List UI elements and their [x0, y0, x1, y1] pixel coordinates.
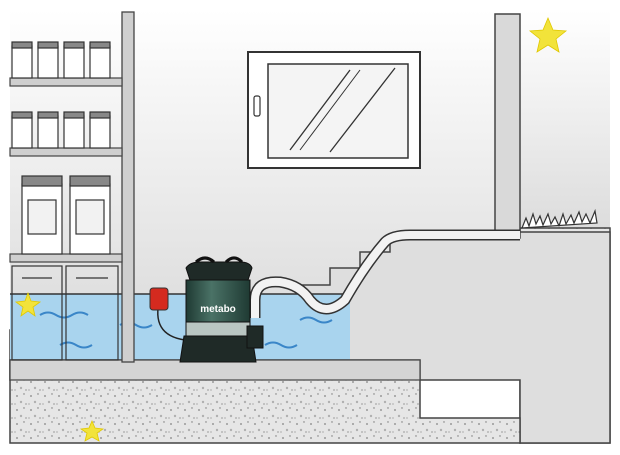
grass — [521, 208, 598, 229]
pump-brand-label: metabo — [200, 304, 236, 315]
star-icon — [528, 16, 568, 53]
flood-water — [10, 294, 350, 360]
window-handle — [253, 95, 261, 117]
discharge-hose — [251, 231, 520, 318]
window — [247, 51, 421, 169]
float-switch — [149, 287, 169, 311]
star-icon — [14, 291, 42, 317]
submersible-pump: metabo — [179, 256, 264, 363]
floor-slab — [9, 359, 421, 381]
jars — [11, 41, 111, 255]
exterior-wall — [494, 13, 521, 233]
storage-shelf — [9, 11, 135, 363]
star-icon — [79, 419, 105, 442]
outside-sky — [520, 10, 610, 230]
